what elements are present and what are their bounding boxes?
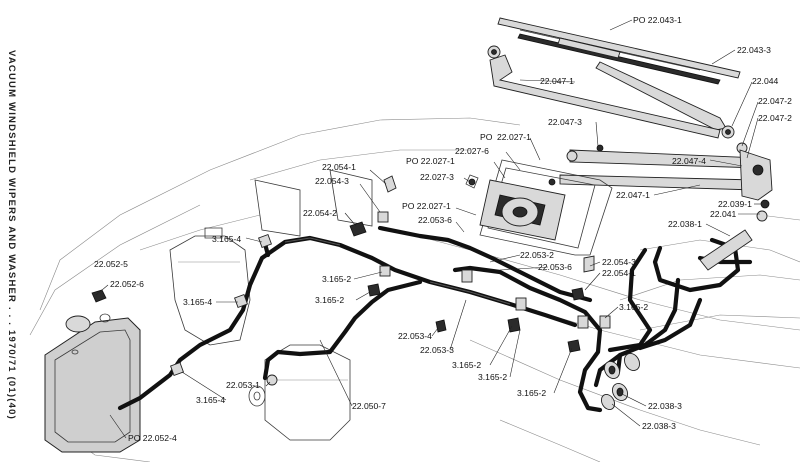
label-22-053-2: 22.053-2	[520, 250, 554, 260]
wiper-motor	[465, 159, 613, 256]
label-22-027-3: 22.027-3	[420, 172, 454, 182]
label-22-053-1: 22.053-1	[226, 380, 260, 390]
clips-and-connectors	[170, 175, 770, 410]
label-22-038-1: 22.038-1	[668, 219, 702, 229]
label-22-047-1-lower: 22.047-1	[616, 190, 650, 200]
label-po-22-027-1-upper: PO 22.027-1	[406, 156, 455, 166]
label-22-027-1: 22.027-1	[497, 132, 531, 142]
leader-lines	[95, 19, 762, 439]
label-22-050-7: 22.050-7	[352, 401, 386, 411]
label-22-054-3-lower: 22.054-3	[602, 257, 636, 267]
label-22-039-1: 22.039-1	[718, 199, 752, 209]
label-22-052-5: 22.052-5	[94, 259, 128, 269]
label-3-165-2-c: 3.165-2	[619, 302, 648, 312]
label-22-053-4: 22.053-4	[398, 331, 432, 341]
label-22-047-2-b: 22.047-2	[758, 113, 792, 123]
label-3-165-2-e: 3.165-2	[478, 372, 507, 382]
label-po-22-052-4: PO 22.052-4	[128, 433, 177, 443]
label-22-038-3-b: 22.038-3	[642, 421, 676, 431]
label-22-047-3: 22.047-3	[548, 117, 582, 127]
label-22-054-1-upper: 22.054-1	[322, 162, 356, 172]
wiper-linkage	[487, 45, 773, 201]
label-22-047-4: 22.047-4	[672, 156, 706, 166]
label-po-22-043-1: PO 22.043-1	[633, 15, 682, 25]
side-title: VACUUM WINDSHIELD WIPERS AND WASHER . . …	[6, 50, 17, 420]
washer-reservoir	[44, 289, 141, 453]
label-3-165-4-top: 3.165-4	[212, 234, 241, 244]
label-3-165-2-f: 3.165-2	[517, 388, 546, 398]
label-22-043-3: 22.043-3	[737, 45, 771, 55]
label-3-165-2-a: 3.165-2	[322, 274, 351, 284]
part-labels: PO 22.043-1 22.043-3 22.044 22.047-1 22.…	[94, 15, 792, 443]
label-po: PO	[480, 132, 493, 142]
label-22-053-6-upper: 22.053-6	[418, 215, 452, 225]
label-22-047-2-a: 22.047-2	[758, 96, 792, 106]
label-22-044: 22.044	[752, 76, 779, 86]
label-22-054-2: 22.054-2	[303, 208, 337, 218]
label-22-054-1-lower: 22.054-1	[602, 268, 636, 278]
label-22-054-3-upper: 22.054-3	[315, 176, 349, 186]
label-22-047-1-top: 22.047-1	[540, 76, 574, 86]
label-3-165-4-bottom: 3.165-4	[196, 395, 225, 405]
label-3-165-4-mid: 3.165-4	[183, 297, 212, 307]
label-22-052-6: 22.052-6	[110, 279, 144, 289]
label-22-038-3-a: 22.038-3	[648, 401, 682, 411]
label-3-165-2-b: 3.165-2	[315, 295, 344, 305]
label-22-041: 22.041	[710, 209, 737, 219]
label-22-053-6-lower: 22.053-6	[538, 262, 572, 272]
label-3-165-2-d: 3.165-2	[452, 360, 481, 370]
wiper-blade-assembly	[497, 17, 750, 165]
label-22-027-6: 22.027-6	[455, 146, 489, 156]
label-po-22-027-1-lower: PO 22.027-1	[402, 201, 451, 211]
vacuum-hoses	[117, 225, 753, 413]
label-22-053-3: 22.053-3	[420, 345, 454, 355]
